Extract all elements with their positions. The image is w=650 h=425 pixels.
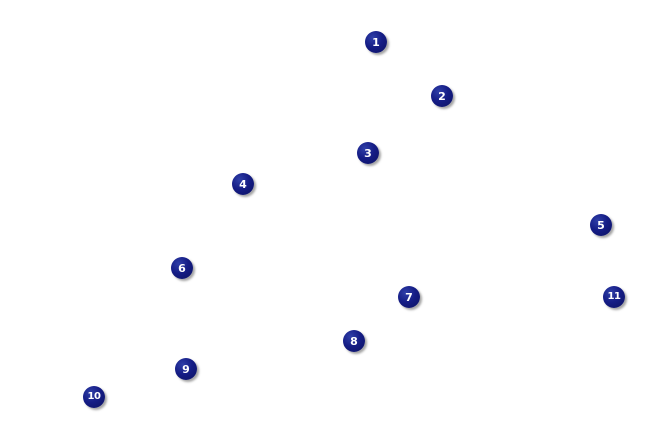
numbered-marker-8[interactable]: 8 [343, 330, 365, 352]
numbered-marker-11[interactable]: 11 [603, 286, 625, 308]
numbered-marker-5[interactable]: 5 [590, 214, 612, 236]
numbered-marker-4[interactable]: 4 [232, 173, 254, 195]
numbered-marker-3[interactable]: 3 [357, 142, 379, 164]
numbered-marker-6[interactable]: 6 [171, 257, 193, 279]
numbered-marker-2[interactable]: 2 [431, 85, 453, 107]
numbered-marker-9[interactable]: 9 [175, 358, 197, 380]
numbered-marker-7[interactable]: 7 [398, 286, 420, 308]
numbered-marker-10[interactable]: 10 [83, 386, 105, 408]
numbered-marker-1[interactable]: 1 [365, 31, 387, 53]
